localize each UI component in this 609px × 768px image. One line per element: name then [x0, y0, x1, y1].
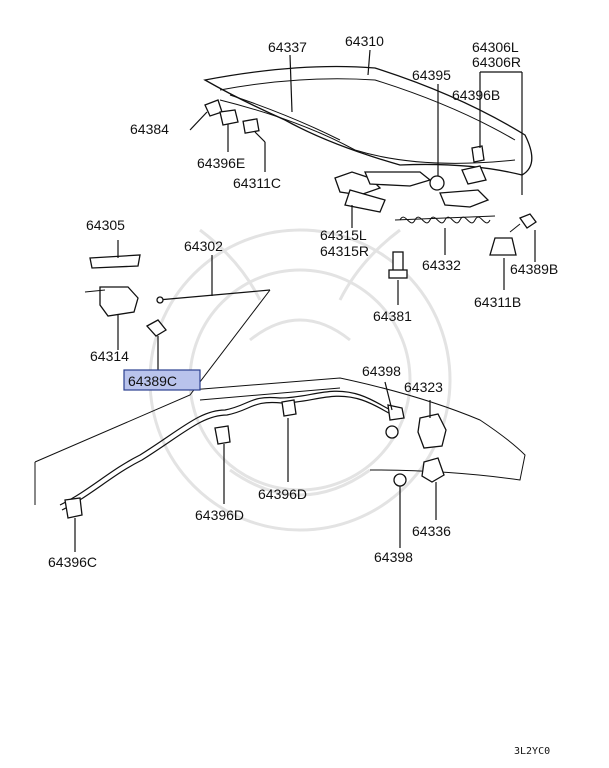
- label-64389B: 64389B: [510, 261, 558, 277]
- cable-clips: [64, 399, 297, 519]
- label-64332: 64332: [422, 257, 461, 273]
- label-64336: 64336: [412, 523, 451, 539]
- bumper-and-screw: [489, 213, 537, 256]
- part-labels: 64337 64310 64306L 64306R 64395 64396B 6…: [48, 33, 558, 757]
- release-cable: [59, 390, 398, 511]
- label-64396D-left: 64396D: [195, 507, 244, 523]
- label-64389C: 64389C: [128, 373, 177, 389]
- label-64381: 64381: [373, 308, 412, 324]
- label-64315L: 64315L: [320, 227, 367, 243]
- label-64323: 64323: [404, 379, 443, 395]
- label-64310: 64310: [345, 33, 384, 49]
- label-64396C: 64396C: [48, 554, 97, 570]
- label-64306L: 64306L: [472, 39, 519, 55]
- label-64396B: 64396B: [452, 87, 500, 103]
- hinge-assembly: [334, 145, 490, 213]
- label-64384: 64384: [130, 121, 169, 137]
- label-64396E: 64396E: [197, 155, 245, 171]
- leader-lines: [74, 49, 536, 552]
- label-64314: 64314: [90, 348, 129, 364]
- highlight-box: [123, 369, 201, 391]
- label-64398-upper: 64398: [362, 363, 401, 379]
- label-64311C: 64311C: [233, 175, 281, 191]
- label-64302: 64302: [184, 238, 223, 254]
- label-64315R: 64315R: [320, 243, 369, 259]
- clip-parts-top: [204, 99, 260, 134]
- lock-assembly: [84, 254, 167, 337]
- label-64396D-right: 64396D: [258, 486, 307, 502]
- label-64395: 64395: [412, 67, 451, 83]
- diagram-code: 3L2YC0: [514, 746, 550, 757]
- release-rod: [156, 289, 271, 304]
- label-64306R: 64306R: [472, 54, 521, 70]
- label-64337: 64337: [268, 39, 307, 55]
- trunk-latch: [385, 404, 447, 487]
- lid-spring: [394, 215, 496, 224]
- label-64398-lower: 64398: [374, 549, 413, 565]
- bolt-64381: [388, 251, 408, 279]
- label-64305: 64305: [86, 217, 125, 233]
- label-64311B: 64311B: [474, 294, 521, 310]
